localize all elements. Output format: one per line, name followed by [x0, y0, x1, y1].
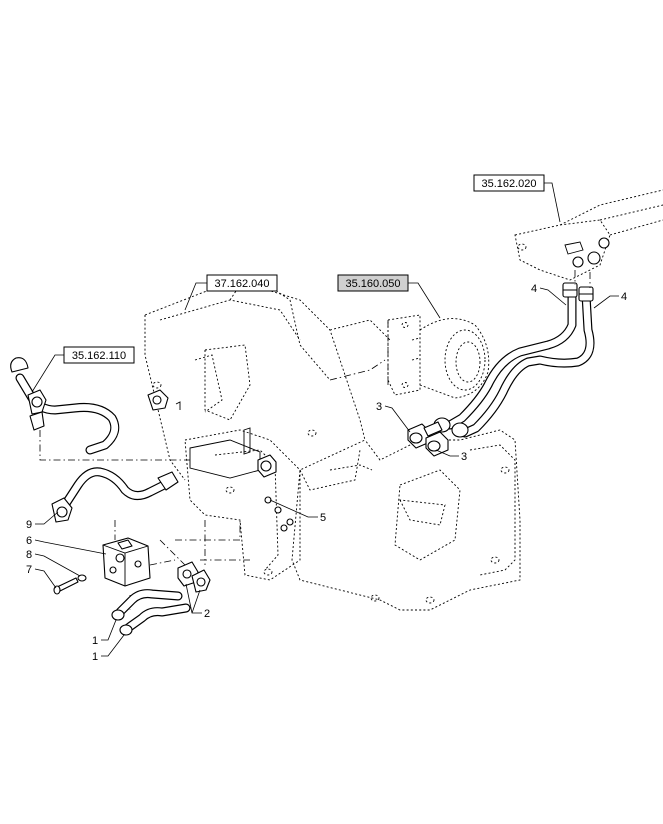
svg-text:4: 4 — [531, 283, 537, 295]
svg-text:7: 7 — [26, 564, 32, 576]
svg-text:1: 1 — [92, 635, 98, 647]
svg-text:5: 5 — [320, 512, 326, 524]
reference-35-162-110[interactable]: 35.162.110 — [31, 346, 135, 393]
svg-text:8: 8 — [26, 549, 32, 561]
svg-text:1: 1 — [92, 651, 98, 663]
svg-text:37.162.040: 37.162.040 — [214, 278, 269, 290]
callout-1-lower: 1 — [92, 634, 125, 663]
callout-3-top: 3 — [376, 401, 411, 433]
callout-4-right: 4 — [593, 291, 627, 309]
svg-text:35.160.050: 35.160.050 — [345, 278, 400, 290]
svg-text:35.162.020: 35.162.020 — [481, 178, 536, 190]
svg-text:9: 9 — [26, 519, 32, 531]
return-hose-assembly — [10, 357, 190, 461]
svg-text:2: 2 — [204, 608, 210, 620]
reference-35-162-020[interactable]: 35.162.020 — [473, 174, 561, 223]
svg-text:6: 6 — [26, 535, 32, 547]
callout-2: 2 — [185, 583, 210, 620]
callout-3-bottom: 3 — [435, 449, 467, 463]
hydraulic-hose-4 — [433, 282, 595, 438]
callout-6: 6 — [26, 535, 107, 555]
callout-5: 5 — [269, 499, 326, 524]
valve-block-6 — [53, 520, 176, 610]
accumulator-unit — [387, 314, 490, 399]
coupler-fittings-3 — [407, 421, 449, 457]
svg-text:3: 3 — [461, 451, 467, 463]
fittings-2 — [159, 520, 211, 593]
hose-9 — [51, 467, 179, 523]
callout-9: 9 — [26, 511, 59, 531]
svg-text:35.162.110: 35.162.110 — [72, 350, 126, 362]
callout-1-upper: 1 — [92, 619, 117, 647]
callout-8: 8 — [26, 549, 81, 577]
reference-37-162-040[interactable]: 37.162.040 — [184, 274, 278, 311]
control-valve-block — [147, 389, 294, 532]
phantom-lines — [175, 270, 591, 561]
remote-valve-assembly — [514, 189, 663, 281]
callout-7: 7 — [26, 564, 57, 589]
svg-text:4: 4 — [621, 291, 627, 303]
reference-35-160-050[interactable]: 35.160.050 — [337, 274, 441, 319]
callout-4-left: 4 — [531, 283, 567, 306]
steel-pipes-1 — [111, 589, 191, 636]
svg-text:3: 3 — [376, 401, 382, 413]
chassis-frame — [144, 279, 521, 611]
